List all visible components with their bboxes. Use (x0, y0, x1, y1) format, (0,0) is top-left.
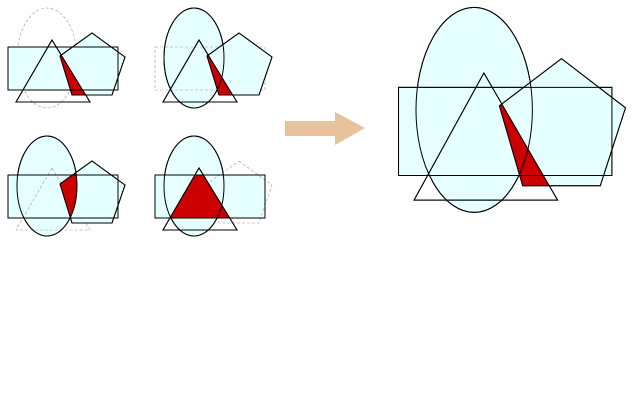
triangle-outline (163, 40, 237, 102)
pentagon-outline (60, 161, 125, 223)
pentagon-outline (207, 33, 272, 95)
pentagon-outline (60, 33, 125, 95)
triangle-outline (16, 40, 90, 102)
panel-ellipse-hidden (8, 8, 125, 108)
rectangle-outline (8, 47, 118, 90)
combined-result (399, 7, 626, 212)
small-panels (8, 8, 272, 236)
rectangle-outline (399, 87, 612, 175)
panel-pentagon-hidden (155, 136, 272, 236)
pentagon-outline-hidden (207, 161, 272, 223)
combined-result (399, 7, 626, 212)
panel-rectangle-hidden (155, 8, 272, 108)
triangle-outline (163, 168, 237, 230)
ellipse-outline (164, 136, 224, 236)
ellipse-outline (416, 7, 532, 212)
rectangle-outline (8, 175, 118, 218)
triangle-outline (414, 73, 558, 200)
panel-triangle-hidden (8, 136, 125, 236)
ellipse-outline (164, 8, 224, 108)
pentagon-outline (499, 59, 625, 186)
ellipse-outline (17, 136, 77, 236)
right-arrow-icon (285, 112, 365, 145)
rectangle-outline (155, 175, 265, 218)
